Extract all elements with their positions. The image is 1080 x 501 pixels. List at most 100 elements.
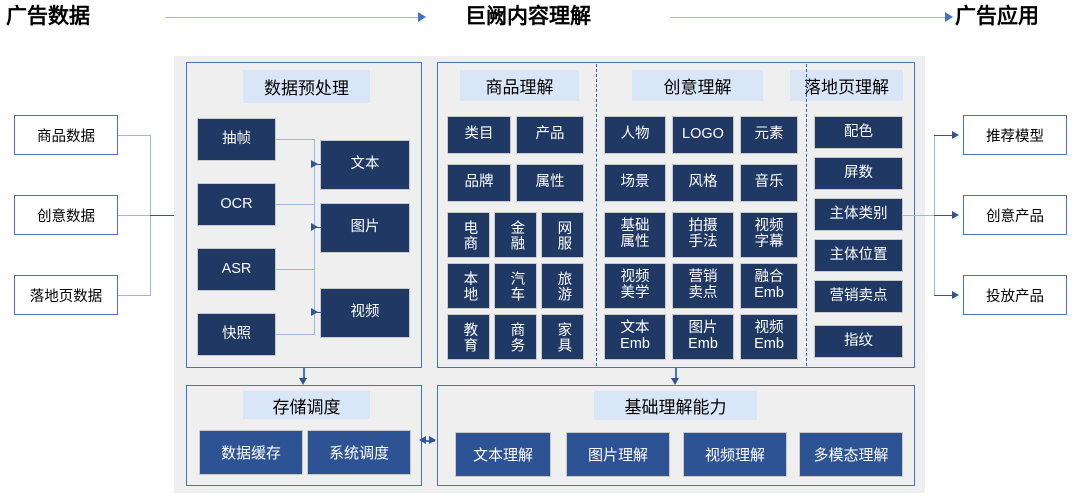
product-industry-local[interactable]: 本地 — [447, 263, 490, 309]
product-industry-business[interactable]: 商务 — [494, 314, 537, 360]
header-arrow-line-right — [670, 17, 945, 18]
header-arrow-head-right — [945, 12, 953, 22]
landing-tag-subject-position[interactable]: 主体位置 — [814, 239, 903, 272]
product-industry-network-service[interactable]: 网服 — [541, 212, 584, 258]
landing-tag-fingerprint[interactable]: 指纹 — [814, 325, 903, 358]
line-out-understanding — [903, 215, 935, 217]
box-label: 网服 — [555, 219, 572, 251]
landing-tag-marketing-point[interactable]: 营销卖点 — [814, 280, 903, 313]
creative-tag-element[interactable]: 元素 — [740, 116, 798, 154]
box-label: 文本理解 — [472, 447, 533, 464]
creative-tag-video-subtitle[interactable]: 视频 字幕 — [740, 212, 798, 258]
box-label: 电商 — [461, 219, 478, 251]
arrow-understanding-to-base — [671, 378, 679, 385]
base-ability-multimodal-understanding[interactable]: 多模态理解 — [799, 432, 903, 477]
storage-item-data-cache[interactable]: 数据缓存 — [199, 430, 303, 475]
product-industry-finance[interactable]: 金融 — [494, 212, 537, 258]
right-stub-1 — [934, 135, 956, 137]
box-label: 快照 — [222, 325, 251, 342]
connector-left-1 — [118, 135, 151, 137]
box-label: 汽车 — [508, 270, 525, 302]
preprocess-output-video[interactable]: 视频 — [320, 288, 410, 338]
input-box-label: 落地页数据 — [29, 288, 103, 305]
box-label: 视频 美学 — [620, 269, 650, 301]
output-box-delivery-product[interactable]: 投放产品 — [963, 275, 1067, 315]
connector-left-2 — [118, 215, 151, 217]
input-box-creative-data[interactable]: 创意数据 — [14, 195, 118, 235]
arrow-storage-left — [419, 436, 426, 444]
pp-bus — [314, 139, 316, 335]
box-label: 营销 卖点 — [688, 269, 718, 301]
box-label: 拍摄 手法 — [688, 218, 718, 250]
base-ability-image-understanding[interactable]: 图片理解 — [566, 432, 670, 477]
box-label: 商务 — [508, 321, 525, 353]
creative-tag-person[interactable]: 人物 — [604, 116, 666, 154]
creative-tag-video-emb[interactable]: 视频 Emb — [740, 314, 798, 360]
box-label: 营销卖点 — [829, 287, 888, 304]
right-stub-3 — [934, 295, 956, 297]
arrow-to-text — [311, 160, 318, 168]
creative-understanding-title: 创意理解 — [632, 70, 763, 101]
box-label: 金融 — [508, 219, 525, 251]
divider-creative-landing — [806, 64, 807, 366]
storage-title: 存储调度 — [243, 391, 370, 419]
creative-tag-scene[interactable]: 场景 — [604, 164, 666, 202]
landing-tag-screen-count[interactable]: 屏数 — [814, 157, 903, 190]
base-ability-text-understanding[interactable]: 文本理解 — [455, 432, 551, 477]
box-label: 视频 字幕 — [754, 218, 784, 250]
preprocess-source-snapshot[interactable]: 快照 — [197, 313, 276, 356]
arrow-to-image — [311, 223, 318, 231]
box-label: 视频 Emb — [754, 320, 784, 352]
creative-tag-basic-attribute[interactable]: 基础 属性 — [604, 212, 666, 258]
creative-tag-fusion-emb[interactable]: 融合 Emb — [740, 263, 798, 309]
box-label: 本地 — [461, 270, 478, 302]
pp-line-1 — [276, 139, 315, 141]
box-label: 多模态理解 — [813, 447, 889, 464]
creative-tag-marketing-selling-point[interactable]: 营销 卖点 — [672, 263, 734, 309]
connector-left-3 — [118, 295, 151, 297]
preprocess-source-ocr[interactable]: OCR — [197, 183, 276, 226]
pp-stub-image — [314, 227, 322, 229]
preprocess-source-frame-extract[interactable]: 抽帧 — [197, 118, 276, 161]
creative-tag-music[interactable]: 音乐 — [740, 164, 798, 202]
product-industry-automobile[interactable]: 汽车 — [494, 263, 537, 309]
box-label: 融合 Emb — [754, 269, 784, 301]
box-label: 教育 — [461, 321, 478, 353]
creative-tag-video-aesthetics[interactable]: 视频 美学 — [604, 263, 666, 309]
product-tag-attribute[interactable]: 属性 — [516, 164, 584, 202]
landing-tag-subject-category[interactable]: 主体类别 — [814, 198, 903, 231]
product-industry-education[interactable]: 教育 — [447, 314, 490, 360]
creative-tag-style[interactable]: 风格 — [672, 164, 734, 202]
box-label: 场景 — [620, 174, 650, 191]
product-tag-category[interactable]: 类目 — [447, 116, 511, 154]
input-box-product-data[interactable]: 商品数据 — [14, 115, 118, 155]
input-box-landing-data[interactable]: 落地页数据 — [14, 275, 118, 315]
header-arrow-head-left — [418, 12, 426, 22]
box-label: 音乐 — [754, 174, 784, 191]
output-box-creative-product[interactable]: 创意产品 — [963, 195, 1067, 235]
product-industry-travel[interactable]: 旅游 — [541, 263, 584, 309]
product-industry-furniture[interactable]: 家具 — [541, 314, 584, 360]
creative-tag-text-emb[interactable]: 文本 Emb — [604, 314, 666, 360]
box-label: 指纹 — [844, 332, 873, 349]
base-ability-video-understanding[interactable]: 视频理解 — [683, 432, 787, 477]
box-label: 文本 — [350, 156, 380, 173]
output-box-label: 推荐模型 — [986, 128, 1044, 145]
creative-tag-shooting-technique[interactable]: 拍摄 手法 — [672, 212, 734, 258]
arrow-base-right — [429, 436, 436, 444]
box-label: 产品 — [535, 126, 565, 143]
product-tag-product[interactable]: 产品 — [516, 116, 584, 154]
output-box-recommend-model[interactable]: 推荐模型 — [963, 115, 1067, 155]
product-industry-ecommerce[interactable]: 电商 — [447, 212, 490, 258]
creative-tag-logo[interactable]: LOGO — [672, 116, 734, 154]
landing-tag-color-scheme[interactable]: 配色 — [814, 116, 903, 149]
preprocess-source-asr[interactable]: ASR — [197, 248, 276, 291]
storage-item-system-scheduling[interactable]: 系统调度 — [307, 430, 411, 475]
creative-tag-image-emb[interactable]: 图片 Emb — [672, 314, 734, 360]
output-box-label: 创意产品 — [986, 208, 1044, 225]
preprocess-output-image[interactable]: 图片 — [320, 203, 410, 253]
product-tag-brand[interactable]: 品牌 — [447, 164, 511, 202]
box-label: ASR — [221, 260, 252, 277]
preprocess-output-text[interactable]: 文本 — [320, 140, 410, 190]
box-label: 系统调度 — [328, 445, 389, 462]
